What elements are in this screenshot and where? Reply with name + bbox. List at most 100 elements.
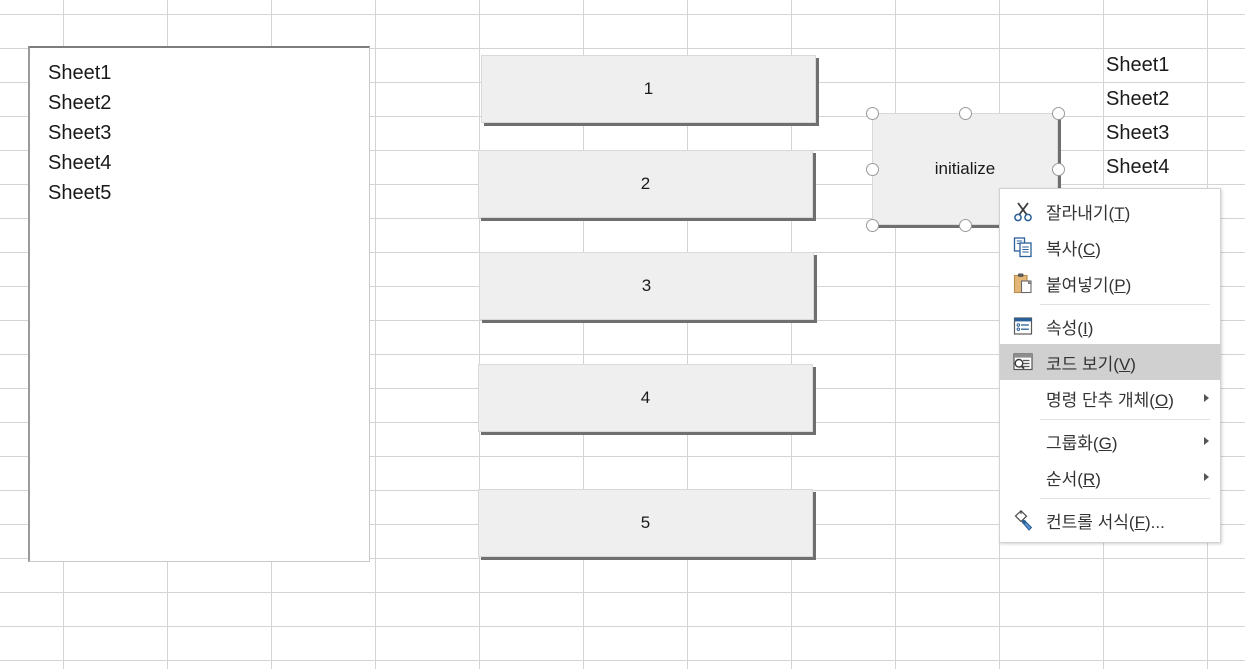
view-code-icon (1006, 348, 1040, 376)
list-item[interactable]: Sheet5 (48, 182, 112, 204)
menu-item-text: 코드 보기( (1046, 354, 1119, 374)
menu-item-text-tail: )... (1144, 512, 1165, 532)
grid-row-line (0, 354, 1245, 355)
resize-handle-sw[interactable] (865, 218, 879, 232)
menu-item-accelerator: P (1114, 275, 1126, 295)
menu-item-label: 그룹화(G) (1040, 429, 1118, 454)
menu-item-label: 잘라내기(T) (1040, 199, 1130, 224)
form-button-label: 1 (643, 79, 654, 98)
menu-item-text: 컨트롤 서식( (1046, 512, 1135, 532)
menu-item-text: 명령 단추 개체( (1046, 390, 1155, 410)
list-item[interactable]: Sheet4 (48, 152, 112, 174)
properties-icon (1006, 312, 1040, 340)
format-control-icon (1006, 506, 1040, 534)
grid-col-line (583, 0, 584, 669)
menu-item-accelerator: I (1082, 318, 1088, 338)
menu-item-label: 컨트롤 서식(F)... (1040, 508, 1165, 533)
resize-handle-n[interactable] (958, 106, 972, 120)
resize-handle-nw[interactable] (865, 106, 879, 120)
grid-col-line (791, 0, 792, 669)
context-menu[interactable]: 잘라내기(T)복사(C)붙여넣기(P)속성(I)코드 보기(V)명령 단추 개체… (999, 188, 1221, 543)
list-item[interactable]: Sheet3 (48, 122, 112, 144)
selected-form-button-label: initialize (934, 159, 996, 178)
menu-item-4[interactable]: 속성(I) (1000, 308, 1220, 344)
resize-handle-s[interactable] (958, 218, 972, 232)
menu-icon-placeholder (1006, 463, 1040, 491)
submenu-arrow-icon (1204, 473, 1209, 481)
grid-row-line (0, 626, 1245, 627)
grid-row-line (0, 592, 1245, 593)
menu-item-accelerator: C (1082, 239, 1096, 259)
cell-value: Sheet1 (1106, 54, 1170, 76)
menu-item-text: 속성( (1046, 318, 1083, 338)
form-button-label: 4 (640, 388, 651, 407)
grid-row-line (0, 558, 1245, 559)
form-button-label: 5 (640, 513, 651, 532)
resize-handle-ne[interactable] (1051, 106, 1065, 120)
grid-row-line (0, 660, 1245, 661)
menu-item-label: 순서(R) (1040, 465, 1101, 490)
resize-handle-e[interactable] (1051, 162, 1065, 176)
form-button-3[interactable]: 3 (479, 252, 814, 320)
submenu-arrow-icon (1204, 394, 1209, 402)
form-button-2[interactable]: 2 (478, 150, 813, 218)
list-item[interactable]: Sheet1 (48, 62, 112, 84)
paste-icon (1006, 269, 1040, 297)
menu-item-text-tail: ) (1095, 469, 1101, 489)
menu-icon-placeholder (1006, 427, 1040, 455)
cut-icon (1006, 197, 1040, 225)
menu-item-6[interactable]: 명령 단추 개체(O) (1000, 380, 1220, 416)
menu-item-label: 붙여넣기(P) (1040, 271, 1131, 296)
menu-item-text-tail: ) (1130, 354, 1136, 374)
cell-value: Sheet2 (1106, 88, 1170, 110)
list-item[interactable]: Sheet2 (48, 92, 112, 114)
copy-icon (1006, 233, 1040, 261)
menu-icon-placeholder (1006, 384, 1040, 412)
form-button-5[interactable]: 5 (478, 489, 813, 557)
cell-value: Sheet4 (1106, 156, 1170, 178)
grid-col-line (479, 0, 480, 669)
menu-item-accelerator: R (1082, 469, 1096, 489)
menu-item-label: 코드 보기(V) (1040, 350, 1136, 375)
resize-handle-w[interactable] (865, 162, 879, 176)
menu-item-accelerator: O (1154, 390, 1169, 410)
menu-item-accelerator: T (1114, 203, 1125, 223)
grid-row-line (0, 456, 1245, 457)
menu-item-9[interactable]: 컨트롤 서식(F)... (1000, 502, 1220, 538)
grid-row-line (0, 48, 1245, 49)
grid-row-line (0, 320, 1245, 321)
menu-item-accelerator: G (1098, 433, 1112, 453)
menu-item-label: 복사(C) (1040, 235, 1101, 260)
form-button-label: 2 (640, 174, 651, 193)
grid-col-line (687, 0, 688, 669)
menu-item-text: 그룹화( (1046, 433, 1099, 453)
menu-item-1[interactable]: 잘라내기(T) (1000, 193, 1220, 229)
menu-item-3[interactable]: 붙여넣기(P) (1000, 265, 1220, 301)
menu-item-text-tail: ) (1087, 318, 1094, 338)
menu-item-accelerator: F (1134, 512, 1145, 532)
menu-item-text: 순서( (1046, 469, 1083, 489)
menu-item-label: 속성(I) (1040, 314, 1093, 339)
grid-col-line (895, 0, 896, 669)
form-button-4[interactable]: 4 (478, 364, 813, 432)
menu-item-text-tail: ) (1095, 239, 1101, 259)
form-button-label: 3 (641, 276, 652, 295)
menu-item-text-tail: ) (1168, 390, 1174, 410)
form-button-1[interactable]: 1 (481, 55, 816, 123)
menu-item-7[interactable]: 그룹화(G) (1000, 423, 1220, 459)
menu-item-text-tail: ) (1125, 275, 1132, 295)
grid-row-line (0, 218, 1245, 219)
menu-item-text: 붙여넣기( (1046, 275, 1115, 295)
menu-item-text: 복사( (1046, 239, 1083, 259)
menu-item-text-tail: ) (1111, 433, 1118, 453)
menu-item-5[interactable]: 코드 보기(V) (1000, 344, 1220, 380)
menu-item-2[interactable]: 복사(C) (1000, 229, 1220, 265)
menu-item-8[interactable]: 순서(R) (1000, 459, 1220, 495)
menu-separator (1040, 419, 1210, 420)
grid-col-line (375, 0, 376, 669)
menu-item-label: 명령 단추 개체(O) (1040, 386, 1174, 411)
cell-value: Sheet3 (1106, 122, 1170, 144)
